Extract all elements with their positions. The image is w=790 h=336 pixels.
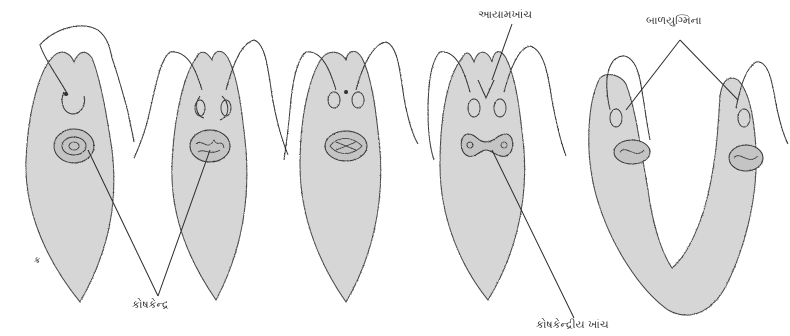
cell-stage-1 — [26, 26, 134, 302]
pointer-flagella-1 — [626, 40, 680, 110]
nucleus — [54, 129, 94, 163]
label-corner-mark: ક્ર — [34, 256, 40, 266]
pointer-flagella-2 — [680, 40, 738, 100]
label-nuclear-fission: કોષકેન્દ્રીય ખાંચ — [536, 318, 609, 332]
cell-body — [589, 75, 756, 315]
label-longitudinal-groove: આયામખાંચ — [478, 8, 532, 22]
cell-stage-3 — [284, 42, 418, 302]
cell-stage-5 — [589, 56, 788, 315]
cell-body — [300, 51, 381, 302]
label-flagella: બાળયુગ્મિના — [646, 14, 702, 28]
cell-stage-2 — [134, 40, 288, 300]
label-cell-nucleus: કોષકેન્દ્ર — [132, 298, 168, 312]
cell-stage-4 — [428, 46, 566, 300]
cell-body — [172, 51, 247, 300]
nucleus — [190, 130, 230, 162]
